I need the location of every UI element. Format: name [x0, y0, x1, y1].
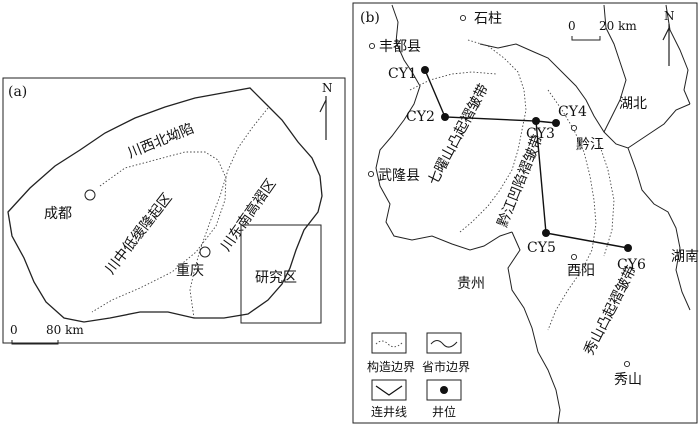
study-area-box [240, 224, 322, 324]
legend-well-tie-line [375, 385, 403, 396]
city-label-chongqing: 重庆 [176, 263, 204, 279]
legend-swatch-structural-boundary [371, 332, 407, 354]
provincial-boundary-hunan [627, 147, 691, 311]
legend-label-structural-boundary: 构造边界 [367, 359, 415, 374]
structural-boundary-b4 [597, 139, 615, 257]
legend-label-provincial-boundary: 省市边界 [422, 359, 470, 374]
legend-well-dot [440, 386, 448, 394]
structural-boundary-b2 [409, 71, 497, 91]
town-label-youyang: 酉阳 [567, 263, 595, 279]
panel-b-tag: (b) [360, 10, 380, 26]
panel-b-north-arrow-head [662, 27, 670, 41]
province-label-hunan: 湖南 [671, 249, 699, 265]
town-label-qianjiang: 黔江 [576, 137, 604, 153]
legend-provincial-line [430, 340, 458, 348]
legend-label-well-tie-line: 连井线 [371, 404, 407, 419]
town-marker-wulong [367, 170, 375, 178]
panel-a-scale-zero: 0 [10, 323, 18, 337]
panel-b-north-label: N [664, 9, 675, 23]
structural-boundary-b3 [547, 89, 597, 331]
panel-a-frame [2, 77, 346, 344]
well-label-cy1: CY1 [388, 66, 417, 82]
well-marker-cy6 [624, 244, 632, 252]
city-marker-chongqing [199, 246, 211, 258]
provincial-boundary-central [507, 231, 561, 424]
provincial-boundary-east [603, 4, 627, 133]
town-label-xiushan: 秀山 [614, 372, 642, 388]
town-label-fengdu: 丰都县 [379, 39, 421, 55]
well-marker-cy5 [542, 229, 550, 237]
belt-label-qiyaoshan: 七曜山凸起褶皱带 [425, 81, 492, 187]
panel-a-tag: (a) [8, 84, 27, 100]
legend: 构造边界 省市边界 连井线 井位 [367, 332, 470, 419]
sichuan-basin-outline [7, 87, 323, 323]
town-label-shizhu: 石柱 [474, 11, 502, 27]
panel-b-frame [352, 2, 698, 424]
study-area-label: 研究区 [255, 270, 297, 286]
panel-a-scale-bar [11, 340, 59, 345]
panel-b-scale-bar [571, 36, 601, 41]
town-marker-qianjiang [570, 124, 578, 132]
region-label-north-basin: 川西北坳陷 [126, 121, 197, 162]
legend-structural-line [375, 340, 403, 348]
province-label-hubei: 湖北 [619, 96, 647, 112]
well-marker-cy4 [552, 119, 560, 127]
well-label-cy6: CY6 [617, 257, 646, 273]
province-label-guizhou: 贵州 [457, 276, 485, 292]
town-label-wulong: 武隆县 [378, 168, 420, 184]
town-marker-xiushan [623, 360, 631, 368]
city-label-chengdu: 成都 [44, 206, 72, 222]
structural-boundary-a1 [91, 151, 227, 313]
panel-a-north-arrow-head [319, 99, 327, 113]
panel-b-scale-zero: 0 [568, 19, 576, 33]
well-label-cy2: CY2 [406, 109, 435, 125]
provincial-boundary-hubei [479, 43, 691, 149]
structural-boundary-b1 [459, 39, 527, 233]
well-marker-cy3 [532, 117, 540, 125]
legend-swatch-well-tie-line [371, 379, 407, 401]
well-label-cy3: CY3 [526, 126, 555, 142]
provincial-boundary-west [375, 4, 513, 251]
town-marker-youyang [570, 253, 578, 261]
panel-a-scale-distance: 80 km [46, 323, 84, 337]
legend-swatch-provincial-boundary [426, 332, 462, 354]
panel-a-north-label: N [322, 81, 333, 95]
region-label-central-uplift: 川中低缓隆起区 [103, 190, 176, 277]
panel-b: (b) 石柱 丰都县 武隆县 黔江 酉阳 秀山 湖北 湖南 贵州 七曜山凸起褶皱… [352, 2, 699, 424]
well-marker-cy2 [441, 113, 449, 121]
town-marker-fengdu [368, 42, 376, 50]
well-label-cy5: CY5 [527, 240, 556, 256]
region-label-east-fold: 川东南高褶区 [217, 176, 279, 255]
panel-a: (a) 川西北坳陷 川中低缓隆起区 川东南高褶区 成都 重庆 研究区 N 0 8… [2, 77, 346, 345]
well-label-cy4: CY4 [558, 104, 587, 120]
town-marker-shizhu [459, 14, 467, 22]
panel-b-scale-distance: 20 km [599, 19, 637, 33]
legend-label-well-location: 井位 [432, 404, 456, 419]
city-marker-chengdu [84, 189, 96, 201]
well-marker-cy1 [421, 66, 429, 74]
